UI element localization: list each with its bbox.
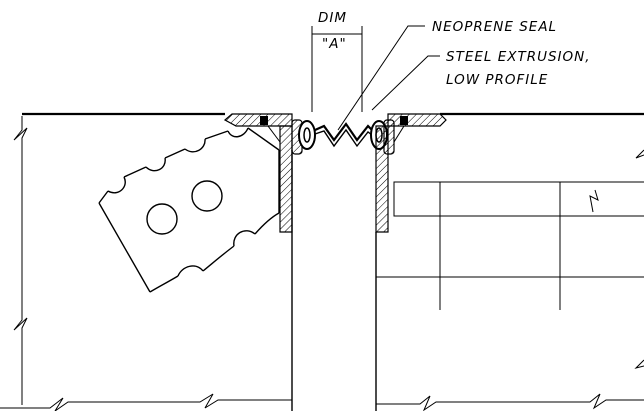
left-deck	[0, 112, 293, 411]
neoprene-seal-label: NEOPRENE SEAL	[432, 19, 557, 35]
steel-extrusion-label: STEEL EXTRUSION,	[446, 49, 591, 65]
neoprene-seal	[314, 122, 373, 148]
dim-a-label: "A"	[322, 36, 347, 52]
dim-label: DIM	[318, 10, 347, 26]
perforated-anchor-plate	[98, 127, 280, 293]
dimension-a: DIM "A"	[311, 10, 363, 112]
right-steel-extrusion	[370, 113, 447, 233]
low-profile-label: LOW PROFILE	[446, 72, 548, 88]
callouts: NEOPRENE SEAL STEEL EXTRUSION, LOW PROFI…	[337, 19, 591, 131]
right-deck	[375, 112, 644, 411]
left-steel-extrusion	[223, 113, 316, 233]
